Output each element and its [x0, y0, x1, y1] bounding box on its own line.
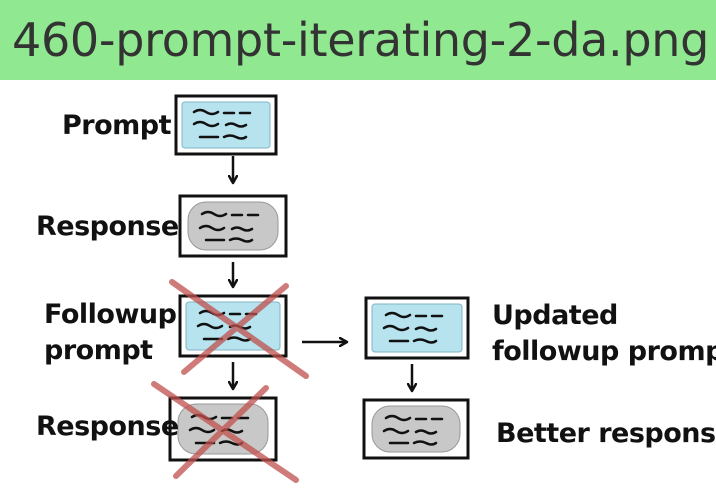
cross-response-icon [151, 381, 299, 483]
cross-followup-icon [169, 279, 309, 379]
label-followup-line2: prompt [44, 335, 153, 366]
label-updated-line2: followup prompt [492, 336, 716, 367]
label-updated-line1: Updated [492, 300, 618, 331]
label-followup-line1: Followup [44, 299, 177, 330]
title-banner: 460-prompt-iterating-2-da.png [0, 0, 716, 80]
label-response-2: Response [36, 411, 179, 442]
prompt-box [174, 94, 278, 156]
label-better-response: Better response [496, 418, 716, 449]
label-response-1: Response [36, 211, 179, 242]
better-response-box [362, 398, 470, 460]
label-prompt: Prompt [62, 110, 172, 141]
banner-title: 460-prompt-iterating-2-da.png [12, 13, 710, 67]
response-box-1 [178, 194, 288, 258]
updated-followup-box [364, 296, 470, 360]
